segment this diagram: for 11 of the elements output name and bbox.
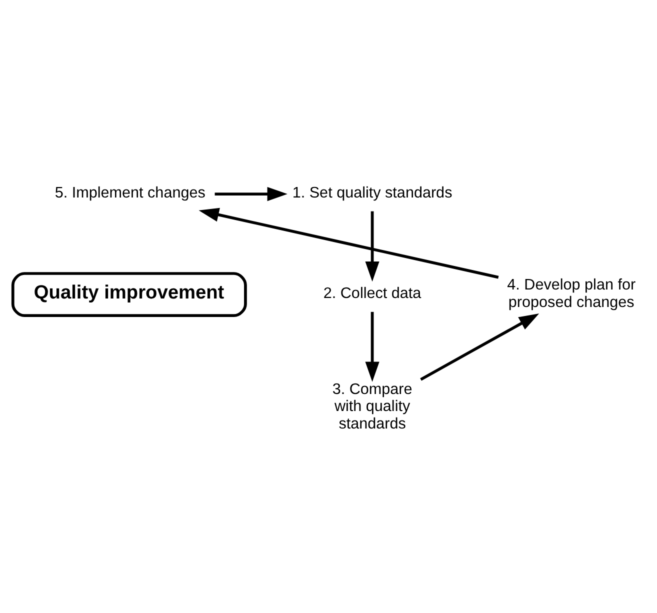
node-text: 5. Implement changes xyxy=(54,184,206,202)
node-text: 2. Collect data xyxy=(323,284,422,302)
arrow xyxy=(198,207,499,278)
arrow xyxy=(420,313,540,380)
node-text: 4. Develop plan for proposed changes xyxy=(507,276,636,310)
arrow xyxy=(365,311,380,382)
node-text: 3. Compare with quality standards xyxy=(332,380,412,432)
node-box: Quality improvement xyxy=(11,272,247,317)
arrow xyxy=(214,186,288,201)
node-text: 1. Set quality standards xyxy=(292,184,452,202)
arrow xyxy=(365,210,380,282)
